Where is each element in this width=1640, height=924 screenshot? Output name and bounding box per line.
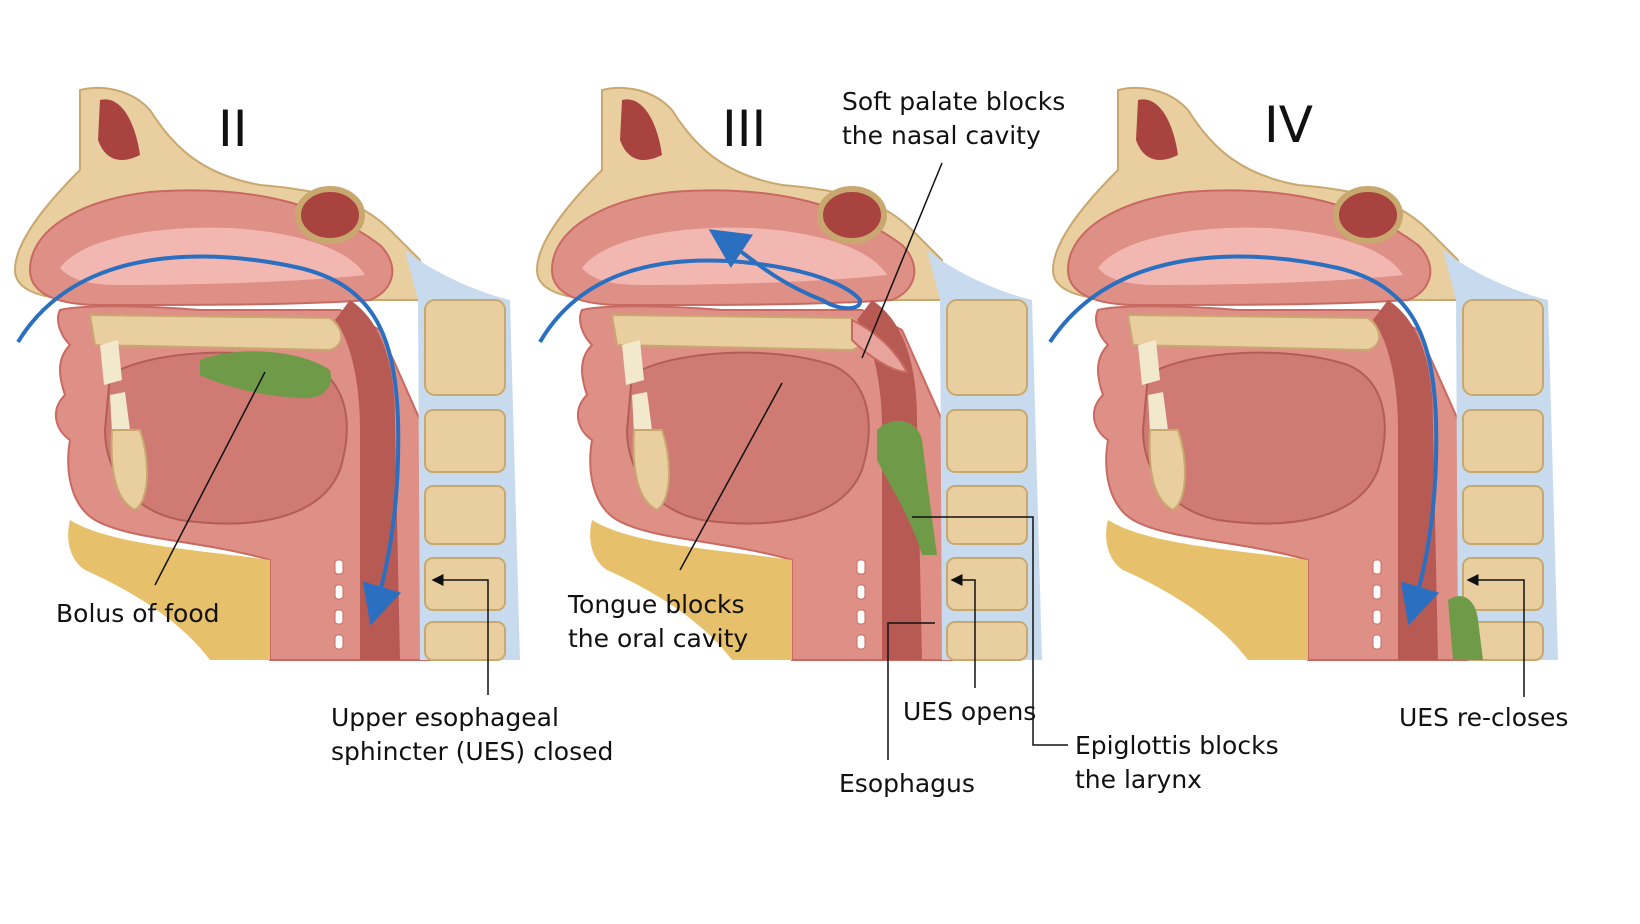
label-esophagus: Esophagus	[839, 769, 975, 798]
bolus-in-pharynx	[877, 420, 937, 555]
leader-lines	[154, 162, 1525, 760]
stage-iii-illustration	[537, 88, 1042, 660]
ues-closed-leader	[431, 574, 489, 695]
bolus-leader	[154, 371, 266, 586]
esophagus-leader	[887, 622, 935, 760]
label-ues-recloses: UES re-closes	[1399, 703, 1569, 732]
label-ues-closed: Upper esophageal sphincter (UES) closed	[331, 703, 614, 766]
soft-palate-leader	[861, 162, 943, 359]
label-epiglottis: Epiglottis blocks the larynx	[1075, 731, 1279, 794]
stage-ii-flow-arrow	[16, 254, 402, 626]
stage-numeral-iv: IV	[1264, 96, 1313, 154]
epiglottis-leader	[912, 516, 1068, 746]
stage-numeral-iii: III	[722, 100, 767, 158]
bolus-in-esophagus	[1448, 596, 1483, 660]
stage-iii-flow-arrow	[538, 229, 863, 344]
stage-iv-illustration	[1048, 88, 1558, 660]
soft-palate-raised	[851, 318, 909, 374]
label-bolus-of-food: Bolus of food	[56, 599, 220, 628]
ues-opens-leader	[950, 574, 976, 688]
ues-recloses-leader	[1466, 574, 1525, 697]
stage-ii-illustration	[15, 88, 520, 660]
bolus-in-mouth	[200, 351, 331, 399]
label-tongue: Tongue blocks the oral cavity	[568, 590, 749, 653]
tongue-leader	[679, 382, 783, 571]
label-ues-opens: UES opens	[903, 697, 1037, 726]
stage-numeral-ii: II	[218, 100, 248, 158]
stage-iv-flow-arrow	[1048, 254, 1440, 626]
label-soft-palate: Soft palate blocks the nasal cavity	[842, 87, 1066, 150]
